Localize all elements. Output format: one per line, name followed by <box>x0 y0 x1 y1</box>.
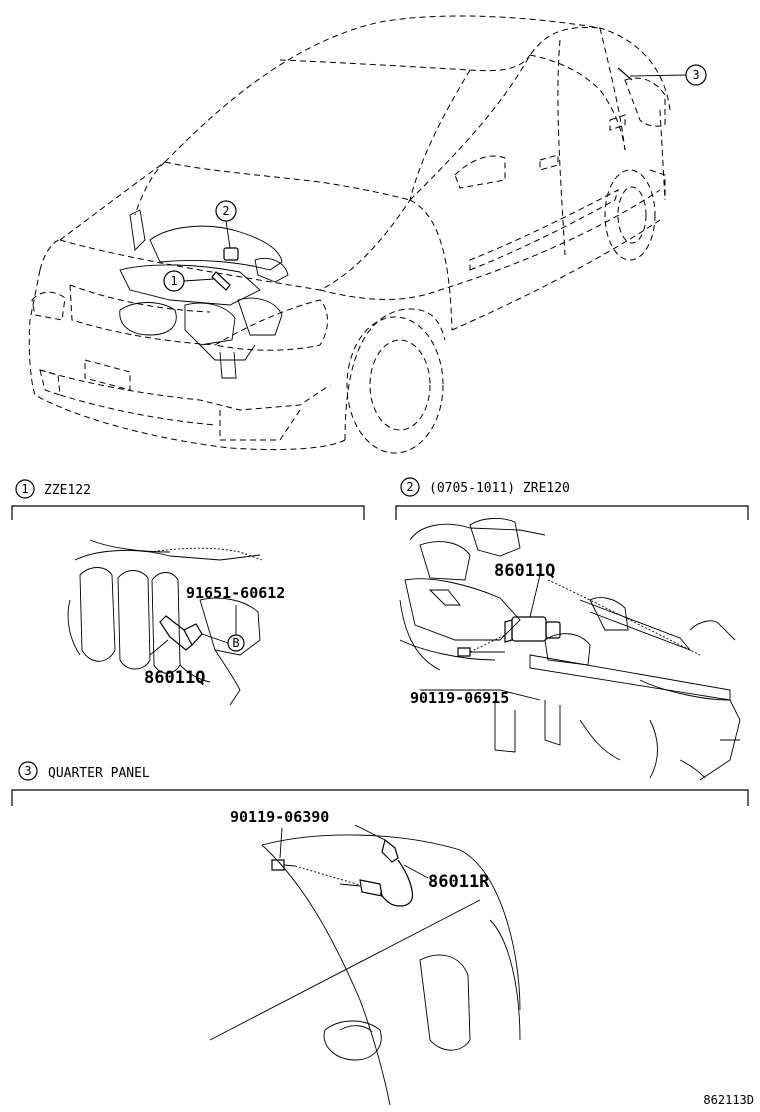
section-3-title: QUARTER PANEL <box>48 766 150 781</box>
section-2: 2 (0705-1011) ZRE120 86011 <box>395 477 749 781</box>
part-86011q-s2: 86011Q <box>494 561 555 581</box>
part-90119-06915: 90119-06915 <box>410 689 509 707</box>
car-illustration: 1 2 3 <box>28 15 707 454</box>
bolt-marker-b: B <box>232 636 239 650</box>
part-86011r: 86011R <box>428 872 490 892</box>
callout-2-label: 2 <box>222 204 229 218</box>
section-2-number: 2 <box>406 480 413 494</box>
part-86011q-s1: 86011Q <box>144 668 205 688</box>
callout-3-label: 3 <box>692 68 699 82</box>
section-3-number: 3 <box>24 764 31 778</box>
section-3: 3 QUARTER PANEL 90119-06390 86011R <box>11 761 749 1106</box>
part-90119-06390: 90119-06390 <box>230 808 329 826</box>
diagram-code: 862113D <box>703 1093 754 1107</box>
section-1-title: ZZE122 <box>44 483 91 498</box>
part-91651-60612: 91651-60612 <box>186 584 285 602</box>
section-2-title: (0705-1011) ZRE120 <box>429 481 570 496</box>
section-1: 1 ZZE122 B 91651-60612 86011Q <box>11 479 365 706</box>
callout-1-label: 1 <box>170 274 177 288</box>
section-1-number: 1 <box>21 482 28 496</box>
